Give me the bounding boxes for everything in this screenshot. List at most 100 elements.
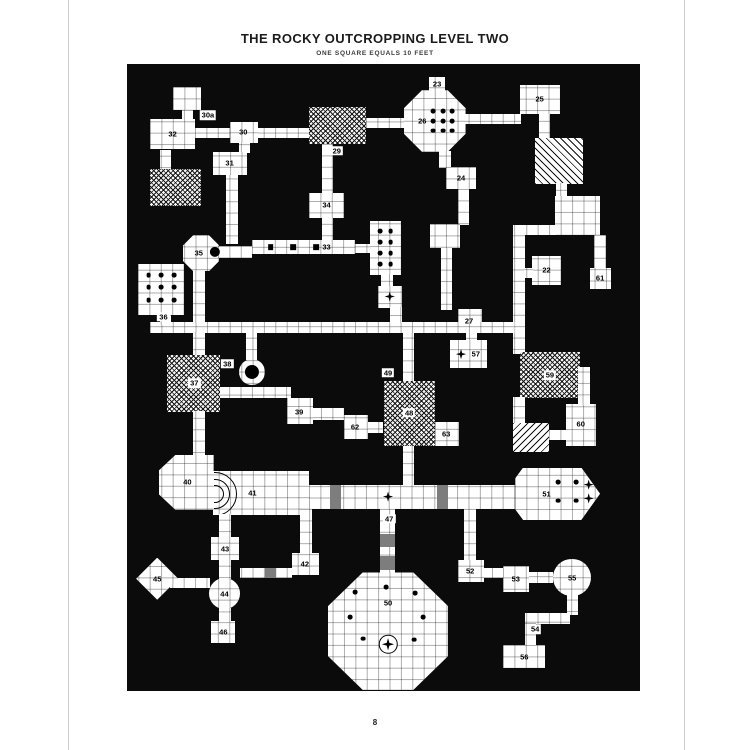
dot-icon bbox=[555, 479, 561, 485]
star-icon bbox=[384, 291, 395, 302]
map-room bbox=[513, 396, 525, 425]
room-label-39: 39 bbox=[294, 406, 304, 416]
room-label-49: 49 bbox=[381, 368, 395, 378]
map-room bbox=[402, 445, 415, 485]
room-label-62: 62 bbox=[350, 422, 360, 432]
octagon-room bbox=[327, 572, 449, 690]
room-label-61: 61 bbox=[595, 273, 605, 283]
room-label-32: 32 bbox=[168, 129, 177, 139]
room-label-57: 57 bbox=[471, 349, 480, 359]
dot-icon bbox=[158, 297, 164, 303]
map-room bbox=[218, 246, 253, 258]
room-label-63: 63 bbox=[442, 429, 451, 439]
rubble-room bbox=[149, 168, 202, 207]
map-title: THE ROCKY OUTCROPPING LEVEL TWO bbox=[240, 31, 510, 46]
star-icon bbox=[382, 491, 394, 502]
map-room bbox=[172, 86, 202, 110]
map-room bbox=[503, 565, 530, 592]
room-label-29: 29 bbox=[330, 145, 343, 156]
door-rubble-marker bbox=[380, 533, 395, 548]
dot-icon bbox=[573, 479, 579, 485]
map-room bbox=[149, 118, 196, 150]
room-label-42: 42 bbox=[300, 559, 309, 569]
dot-icon bbox=[411, 637, 417, 643]
map-room bbox=[520, 84, 561, 115]
room-label-30: 30 bbox=[239, 127, 248, 137]
map-room bbox=[245, 331, 257, 361]
map-room bbox=[578, 367, 590, 405]
dot-icon bbox=[146, 272, 152, 278]
dot-icon bbox=[388, 228, 394, 234]
map-room bbox=[503, 645, 546, 669]
disc-icon bbox=[244, 365, 259, 380]
dot-icon bbox=[440, 108, 446, 114]
room-label-51: 51 bbox=[542, 489, 551, 499]
room-label-37: 37 bbox=[188, 378, 201, 388]
compass-star-icon bbox=[378, 634, 398, 654]
room-label-60: 60 bbox=[576, 419, 585, 429]
door-rubble-marker bbox=[380, 556, 395, 571]
map-room bbox=[300, 508, 312, 555]
map-scale-note: ONE SQUARE EQUALS 10 FEET bbox=[316, 50, 434, 57]
room-label-43: 43 bbox=[220, 543, 230, 553]
dot-icon bbox=[377, 239, 383, 245]
map-room bbox=[286, 398, 313, 425]
dot-icon bbox=[450, 108, 455, 114]
dot-icon bbox=[413, 590, 418, 596]
room-label-34: 34 bbox=[322, 200, 331, 210]
map-room bbox=[219, 559, 231, 580]
dot-icon bbox=[352, 589, 358, 595]
pillar-icon bbox=[290, 244, 297, 250]
map-room bbox=[292, 553, 319, 575]
dot-icon bbox=[171, 272, 177, 278]
map-room bbox=[449, 339, 488, 369]
room-label-47: 47 bbox=[383, 514, 396, 524]
dot-icon bbox=[555, 498, 561, 503]
map-room bbox=[229, 122, 259, 143]
pillar-icon bbox=[267, 244, 274, 250]
map-room bbox=[531, 255, 562, 286]
room-label-38: 38 bbox=[221, 359, 234, 369]
dot-icon bbox=[388, 250, 394, 256]
map-room bbox=[555, 182, 568, 198]
map-room bbox=[464, 508, 476, 563]
room-label-50: 50 bbox=[383, 598, 393, 608]
map-room bbox=[160, 149, 172, 171]
room-label-30a: 30a bbox=[199, 110, 217, 121]
pointed-room bbox=[514, 467, 601, 520]
room-label-59: 59 bbox=[543, 370, 557, 380]
map-room bbox=[439, 150, 451, 168]
map-room bbox=[513, 224, 525, 294]
map-room bbox=[565, 403, 596, 446]
dot-icon bbox=[146, 297, 152, 303]
rubble-room bbox=[309, 107, 367, 144]
map-room bbox=[457, 559, 484, 582]
dot-icon bbox=[450, 128, 455, 134]
dot-icon bbox=[146, 285, 152, 290]
map-room bbox=[430, 223, 460, 248]
map-room bbox=[513, 292, 525, 354]
map-room bbox=[321, 216, 334, 241]
room-label-33: 33 bbox=[322, 242, 331, 252]
map-room bbox=[211, 537, 239, 560]
map-room bbox=[193, 410, 205, 473]
dot-icon bbox=[158, 272, 164, 278]
room-label-26: 26 bbox=[418, 116, 427, 126]
map-room bbox=[434, 421, 459, 446]
map-room bbox=[464, 114, 522, 125]
dot-icon bbox=[430, 108, 436, 114]
map-room bbox=[312, 408, 344, 420]
dot-icon bbox=[377, 261, 383, 267]
map-room bbox=[523, 224, 556, 235]
map-room bbox=[149, 321, 515, 334]
map-room bbox=[343, 415, 368, 440]
map-room bbox=[170, 578, 211, 589]
dot-icon bbox=[171, 297, 177, 303]
map-room bbox=[524, 622, 537, 647]
map-room bbox=[195, 127, 230, 139]
room-label-35: 35 bbox=[194, 248, 203, 258]
map-room bbox=[429, 76, 446, 92]
room-label-44: 44 bbox=[220, 588, 229, 598]
circle-room bbox=[209, 578, 240, 609]
